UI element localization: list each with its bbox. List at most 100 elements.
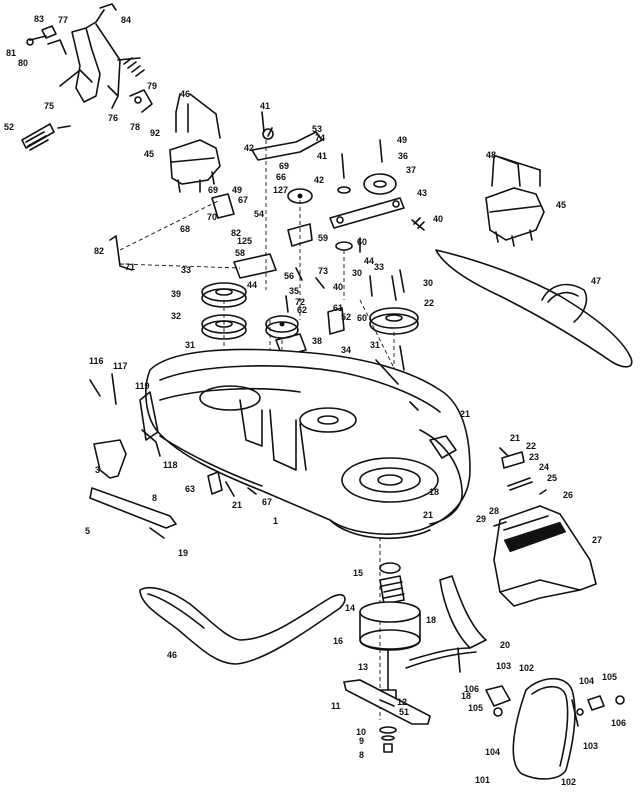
callout-21: 21 [232, 500, 242, 510]
callout-20: 20 [500, 640, 510, 650]
callout-22: 22 [526, 441, 536, 451]
callout-8: 8 [359, 750, 364, 760]
callout-35: 35 [289, 286, 299, 296]
callout-16: 16 [333, 636, 343, 646]
callout-71: 71 [125, 262, 135, 272]
callout-59: 59 [318, 233, 328, 243]
callout-26: 26 [563, 490, 573, 500]
callout-18: 18 [426, 615, 436, 625]
callout-41: 41 [317, 151, 327, 161]
callout-54: 54 [254, 209, 264, 219]
deck-housing [139, 348, 471, 540]
callout-51: 51 [399, 707, 409, 717]
pulley-center [265, 315, 299, 339]
deck-belt-lower [139, 586, 346, 665]
callout-105: 105 [602, 672, 617, 682]
callout-62: 62 [297, 305, 307, 315]
callout-38: 38 [312, 336, 322, 346]
callout-60: 60 [357, 237, 367, 247]
callout-79: 79 [147, 81, 157, 91]
callout-104: 104 [485, 747, 500, 757]
callout-45: 45 [556, 200, 566, 210]
callout-76: 76 [108, 113, 118, 123]
callout-13: 13 [358, 662, 368, 672]
baffle-bracket [405, 574, 488, 669]
callout-18: 18 [461, 691, 471, 701]
callout-47: 47 [591, 276, 601, 286]
callout-105: 105 [468, 703, 483, 713]
callout-42: 42 [244, 143, 254, 153]
callout-102: 102 [519, 663, 534, 673]
callout-118: 118 [163, 460, 178, 470]
callout-68: 68 [180, 224, 190, 234]
callout-60: 60 [357, 313, 367, 323]
spindle-assembly [359, 562, 421, 701]
callout-28: 28 [489, 506, 499, 516]
callout-81: 81 [6, 48, 16, 58]
callout-18: 18 [429, 487, 439, 497]
callout-58: 58 [235, 248, 245, 258]
callout-103: 103 [583, 741, 598, 751]
callout-40: 40 [433, 214, 443, 224]
callout-46: 46 [180, 89, 190, 99]
callout-31: 31 [370, 340, 380, 350]
callout-101: 101 [475, 775, 490, 785]
deck-belt-right [435, 249, 633, 368]
callout-75: 75 [44, 101, 54, 111]
callout-12: 12 [397, 697, 407, 707]
callout-125: 125 [237, 236, 252, 246]
callout-1: 1 [273, 516, 278, 526]
callout-45: 45 [144, 149, 154, 159]
callout-42: 42 [314, 175, 324, 185]
callout-82: 82 [94, 246, 104, 256]
callout-41: 41 [260, 101, 270, 111]
mower-blade [343, 679, 431, 753]
callout-31: 31 [185, 340, 195, 350]
mulch-cover [485, 677, 625, 780]
callout-33: 33 [181, 265, 191, 275]
callout-83: 83 [34, 14, 44, 24]
lift-linkage-assembly [21, 3, 153, 151]
callout-74: 74 [315, 133, 325, 143]
callout-32: 32 [171, 311, 181, 321]
callout-92: 92 [150, 128, 160, 138]
pulley-right [369, 307, 419, 335]
callout-44: 44 [247, 280, 257, 290]
discharge-chute [493, 451, 597, 607]
callout-67: 67 [238, 195, 248, 205]
callout-127: 127 [273, 185, 288, 195]
callout-66: 66 [276, 172, 286, 182]
callout-39: 39 [171, 289, 181, 299]
callout-69: 69 [279, 161, 289, 171]
callout-106: 106 [611, 718, 626, 728]
callout-21: 21 [460, 409, 470, 419]
callout-24: 24 [539, 462, 549, 472]
callout-52: 52 [4, 122, 14, 132]
callout-63: 63 [185, 484, 195, 494]
callout-61: 61 [333, 303, 343, 313]
callout-70: 70 [207, 212, 217, 222]
callout-3: 3 [95, 465, 100, 475]
idler-pulley-small [287, 188, 313, 204]
callout-82: 82 [231, 228, 241, 238]
callout-40: 40 [333, 282, 343, 292]
callout-84: 84 [121, 15, 131, 25]
callout-49: 49 [232, 185, 242, 195]
callout-46: 46 [167, 650, 177, 660]
callout-106: 106 [464, 684, 479, 694]
callout-69: 69 [208, 185, 218, 195]
callout-119: 119 [135, 381, 150, 391]
callout-104: 104 [579, 676, 594, 686]
callout-10: 10 [356, 727, 366, 737]
callout-30: 30 [352, 268, 362, 278]
callout-23: 23 [529, 452, 539, 462]
callout-52: 52 [341, 312, 351, 322]
callout-19: 19 [178, 548, 188, 558]
callout-15: 15 [353, 568, 363, 578]
callout-117: 117 [113, 361, 128, 371]
callout-78: 78 [130, 122, 140, 132]
callout-29: 29 [476, 514, 486, 524]
callout-72: 72 [295, 297, 305, 307]
